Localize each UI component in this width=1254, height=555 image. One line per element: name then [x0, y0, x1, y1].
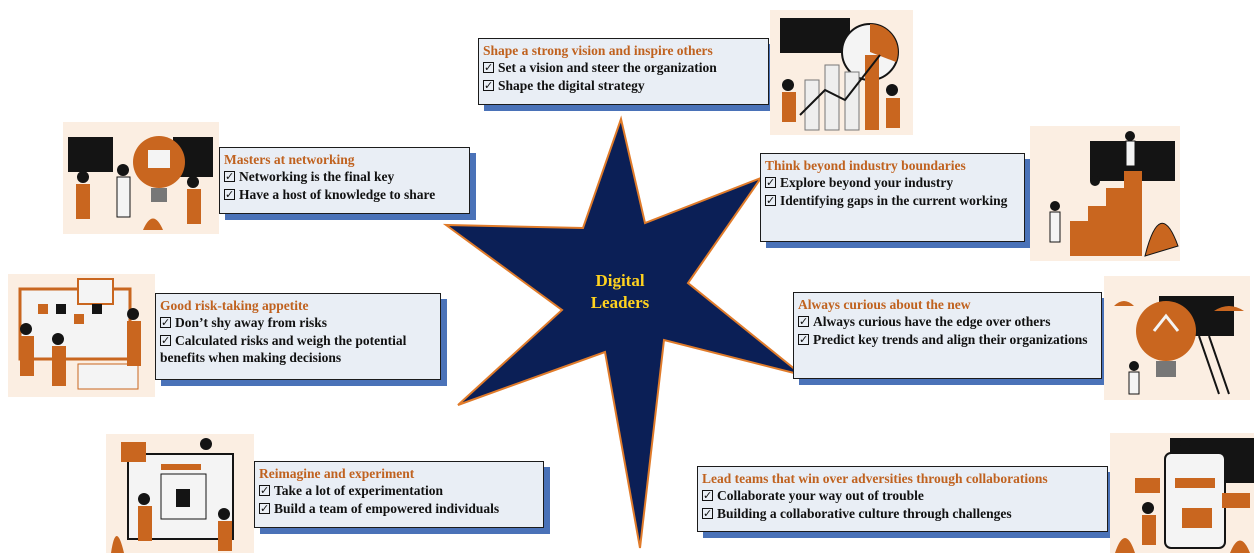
checkbox-icon — [483, 59, 494, 77]
list-item: Set a vision and steer the organization — [483, 59, 762, 77]
box-networking: Masters at networking Networking is the … — [219, 147, 470, 214]
box-title: Masters at networking — [224, 152, 355, 167]
list-item: Always curious have the edge over others — [798, 313, 1095, 331]
box-collaboration: Lead teams that win over adversities thr… — [697, 466, 1108, 532]
box-title: Lead teams that win over adversities thr… — [702, 471, 1048, 486]
box-title: Reimagine and experiment — [259, 466, 415, 481]
list-item: Calculated risks and weigh the potential… — [160, 332, 434, 367]
growth-stairs-illustration — [1030, 126, 1180, 261]
checkbox-icon — [224, 186, 235, 203]
list-item: Shape the digital strategy — [483, 77, 762, 94]
risk-board-illustration — [8, 274, 155, 397]
experiment-screen-illustration — [106, 434, 254, 553]
list-item: Build a team of empowered individuals — [259, 500, 537, 517]
center-label: Digital Leaders — [555, 270, 685, 314]
checkbox-icon — [160, 314, 171, 332]
checkbox-icon — [702, 505, 713, 522]
checkbox-icon — [483, 77, 494, 94]
box-risk-taking: Good risk-taking appetite Don’t shy away… — [155, 293, 441, 380]
checkbox-icon — [259, 500, 270, 517]
checkbox-icon — [765, 192, 776, 209]
list-item: Collaborate your way out of trouble — [702, 487, 1101, 505]
list-item: Take a lot of experimentation — [259, 482, 537, 500]
vision-illustration — [770, 10, 913, 135]
box-curious: Always curious about the new Always curi… — [793, 292, 1102, 379]
box-reimagine: Reimagine and experiment Take a lot of e… — [254, 461, 544, 528]
curious-lightbulb-illustration — [1104, 276, 1250, 400]
collaboration-phone-illustration — [1110, 433, 1254, 553]
checkbox-icon — [798, 313, 809, 331]
center-label-line2: Leaders — [590, 293, 650, 312]
box-title: Always curious about the new — [798, 297, 971, 312]
box-title: Think beyond industry boundaries — [765, 158, 966, 173]
list-item: Networking is the final key — [224, 168, 463, 186]
checkbox-icon — [160, 332, 171, 349]
box-title: Good risk-taking appetite — [160, 298, 309, 313]
checkbox-icon — [259, 482, 270, 500]
list-item: Don’t shy away from risks — [160, 314, 434, 332]
checkbox-icon — [224, 168, 235, 186]
list-item: Explore beyond your industry — [765, 174, 1018, 192]
networking-illustration — [63, 122, 219, 234]
list-item: Building a collaborative culture through… — [702, 505, 1101, 522]
list-item: Predict key trends and align their organ… — [798, 331, 1095, 348]
box-title: Shape a strong vision and inspire others — [483, 43, 713, 58]
list-item: Have a host of knowledge to share — [224, 186, 463, 203]
box-vision: Shape a strong vision and inspire others… — [478, 38, 769, 105]
box-beyond-boundaries: Think beyond industry boundaries Explore… — [760, 153, 1025, 242]
checkbox-icon — [798, 331, 809, 348]
checkbox-icon — [702, 487, 713, 505]
checkbox-icon — [765, 174, 776, 192]
center-label-line1: Digital — [595, 271, 645, 290]
list-item: Identifying gaps in the current working — [765, 192, 1018, 209]
